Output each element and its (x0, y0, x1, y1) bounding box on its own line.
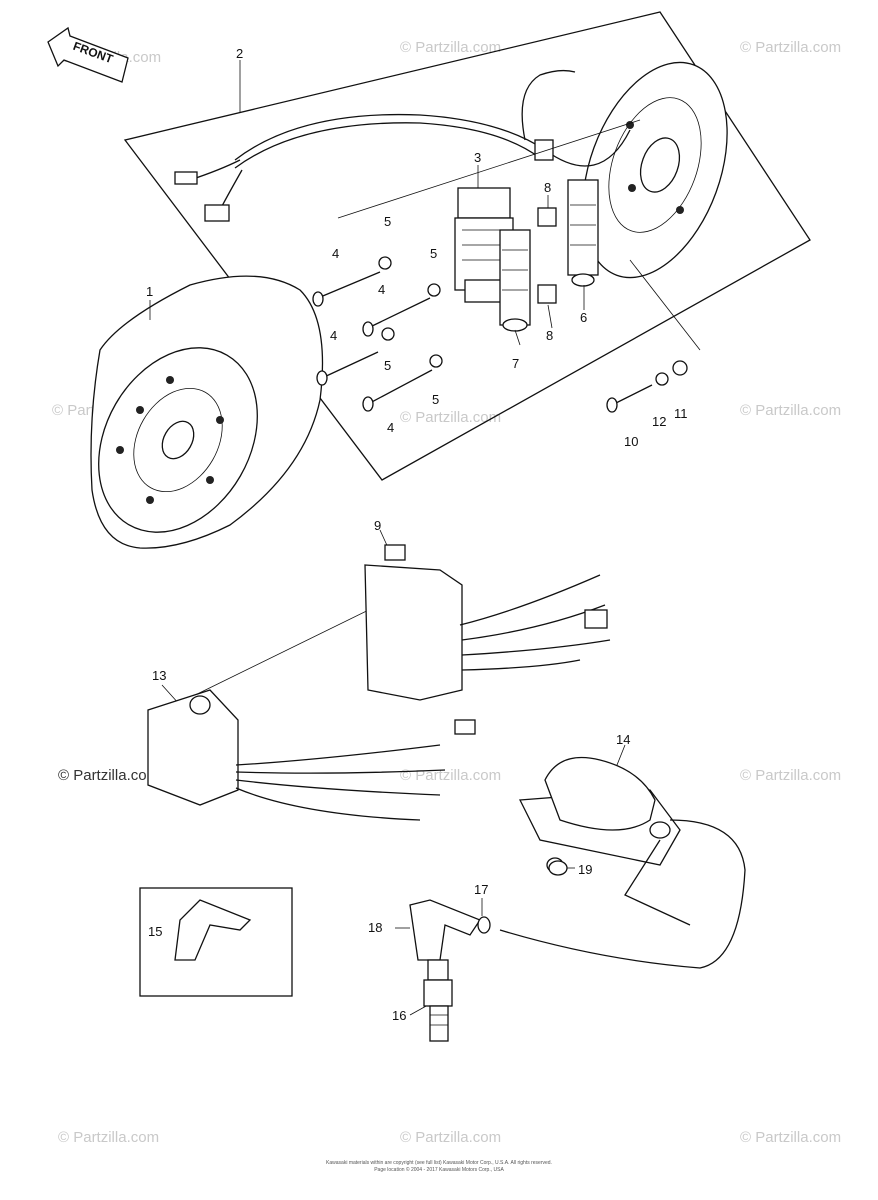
callout-4: 4 (330, 328, 337, 343)
callout-4: 4 (378, 282, 385, 297)
callout-4: 4 (387, 420, 394, 435)
callout-6: 6 (580, 310, 587, 325)
watermark: © Partzilla.com (740, 1129, 841, 1146)
callout-19: 19 (578, 862, 592, 877)
watermark: © Partzilla.com (740, 402, 841, 419)
watermark: © Partzilla.com (740, 767, 841, 784)
callout-17: 17 (474, 882, 488, 897)
callout-14: 14 (616, 732, 630, 747)
callout-8: 8 (544, 180, 551, 195)
callout-5: 5 (430, 246, 437, 261)
nut-19 (548, 860, 568, 876)
callout-13: 13 (152, 668, 166, 683)
wire-harness (174, 69, 631, 222)
callout-18: 18 (368, 920, 382, 935)
callout-8: 8 (546, 328, 553, 343)
plug-cap-inset (139, 887, 293, 997)
front-arrow-icon: FRONT (47, 26, 129, 83)
spark-plug (423, 959, 453, 1042)
watermark: © Partzilla.com (400, 767, 501, 784)
igniter-unit (364, 544, 611, 701)
ignition-coil (499, 756, 746, 969)
callout-7: 7 (512, 356, 519, 371)
ic-igniter-13 (147, 689, 476, 821)
coil-6 (567, 179, 599, 287)
watermark: © Partzilla.com (400, 1129, 501, 1146)
spacer-8 (537, 284, 557, 304)
spacer-8 (537, 207, 557, 227)
callout-2: 2 (236, 46, 243, 61)
callout-1: 1 (146, 284, 153, 299)
pulser-coil-7 (499, 229, 531, 332)
stator-base-plate (582, 61, 728, 279)
copyright-footer-line1: Kawasaki materials within are copyright … (326, 1160, 552, 1166)
rotor-flywheel (90, 275, 324, 549)
watermark: © Partzilla.com (58, 1129, 159, 1146)
callout-10: 10 (624, 434, 638, 449)
callout-5: 5 (432, 392, 439, 407)
callout-5: 5 (384, 214, 391, 229)
callout-16: 16 (392, 1008, 406, 1023)
callout-5: 5 (384, 358, 391, 373)
watermark: © Partzilla.com (400, 39, 501, 56)
spring-17 (477, 916, 491, 934)
callout-4: 4 (332, 246, 339, 261)
callout-9: 9 (374, 518, 381, 533)
watermark: © Partzilla.com (740, 39, 841, 56)
callout-11: 11 (674, 406, 688, 421)
bolts-and-washers (312, 256, 443, 412)
bolt-10-assembly (606, 360, 688, 413)
callout-15: 15 (148, 924, 162, 939)
spark-plug-cap (409, 899, 481, 961)
callout-3: 3 (474, 150, 481, 165)
watermark: © Partzilla.com (58, 767, 159, 784)
copyright-footer-line2: Page location © 2004 - 2017 Kawasaki Mot… (374, 1167, 504, 1173)
callout-12: 12 (652, 414, 666, 429)
watermark: © Partzilla.com (400, 409, 501, 426)
